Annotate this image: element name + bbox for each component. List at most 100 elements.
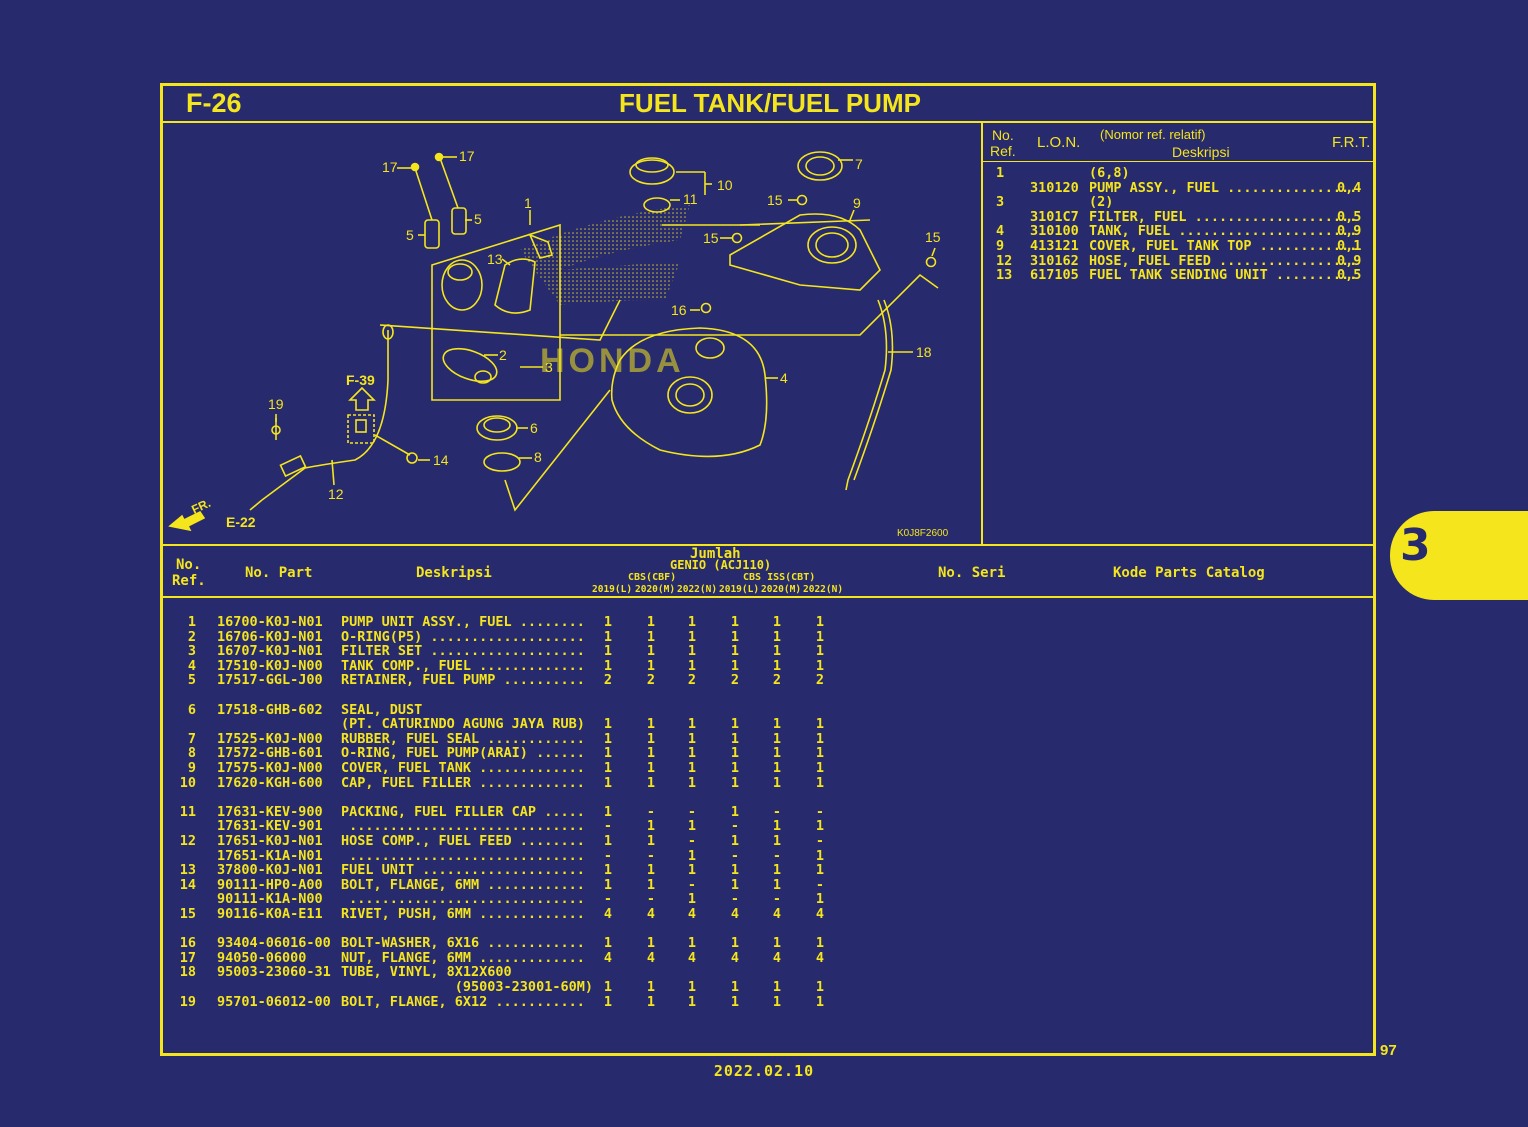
row-qty: 1 <box>687 760 697 776</box>
diagram-code: K0J8F2600 <box>897 528 949 539</box>
row-description: TANK COMP., FUEL ............. <box>341 657 585 674</box>
callout-8: 8 <box>534 449 542 465</box>
row-qty: 1 <box>603 614 613 630</box>
row-qty: - <box>730 847 740 864</box>
row-qty: 1 <box>687 993 697 1010</box>
row-qty: - <box>603 818 613 835</box>
figure-code: F-26 <box>186 88 242 118</box>
row-qty: - <box>646 891 656 908</box>
row-ref: 16 <box>179 935 196 952</box>
row-description: O-RING, FUEL PUMP(ARAI) ...... <box>341 745 585 762</box>
row-qty: 4 <box>646 906 656 922</box>
callout-15b: 15 <box>703 230 719 246</box>
row-qty: 1 <box>772 833 782 849</box>
row-qty: 1 <box>603 730 613 747</box>
callout-15c: 15 <box>925 229 941 245</box>
row-qty: - <box>815 876 825 893</box>
ref-fr: FR. <box>189 496 212 517</box>
row-qty: 1 <box>815 891 825 908</box>
front-arrow-icon <box>168 510 206 532</box>
lon-row-ref: 1 <box>996 165 1005 181</box>
row-part-number: 90111-K1A-N00 <box>217 891 323 908</box>
row-qty: 1 <box>730 979 740 995</box>
row-qty: 1 <box>603 833 613 849</box>
callout-6: 6 <box>530 420 538 436</box>
lon-row-desc: FUEL TANK SENDING UNIT .......... <box>1089 267 1358 284</box>
lon-row-desc: HOSE, FUEL FEED ................. <box>1089 252 1358 269</box>
row-description: HOSE COMP., FUEL FEED ........ <box>341 833 585 849</box>
row-qty: 1 <box>815 993 825 1010</box>
row-qty: 1 <box>687 979 697 995</box>
row-qty: 1 <box>772 862 782 879</box>
row-qty: - <box>772 891 782 908</box>
row-part-number: 17525-K0J-N00 <box>217 730 323 747</box>
row-description: FILTER SET ................... <box>341 643 585 660</box>
row-part-number: 17575-K0J-N00 <box>217 760 323 776</box>
callout-1: 1 <box>524 195 532 211</box>
parts-header-model: GENIO (ACJ110) <box>670 558 772 572</box>
callout-19: 19 <box>268 396 284 412</box>
row-qty: 1 <box>687 628 697 645</box>
row-ref: 3 <box>187 643 196 660</box>
table-row: 17651-K1A-N01 ..........................… <box>0 847 1528 864</box>
row-qty: 1 <box>646 833 656 849</box>
row-ref: 5 <box>187 672 196 689</box>
row-part-number: 17620-KGH-600 <box>217 774 323 791</box>
row-qty: 1 <box>730 643 740 660</box>
row-qty: 1 <box>646 774 656 791</box>
row-qty: 4 <box>603 906 613 922</box>
row-qty: 1 <box>815 730 825 747</box>
row-description: (PT. CATURINDO AGUNG JAYA RUB) <box>341 716 585 733</box>
row-qty: - <box>730 818 740 835</box>
row-qty: 4 <box>815 906 825 922</box>
row-qty: 4 <box>730 906 740 922</box>
row-qty: 1 <box>603 803 613 820</box>
lon-row-desc: (6,8) <box>1089 165 1130 181</box>
row-qty: 1 <box>687 891 697 908</box>
parts-header-divider <box>162 596 1374 598</box>
callout-3: 3 <box>545 359 553 375</box>
lon-row-frt: 0,5 <box>1337 208 1362 225</box>
row-ref: 7 <box>187 730 196 747</box>
row-qty: 1 <box>687 774 697 791</box>
row-part-number: 95003-23060-31 <box>217 964 331 981</box>
row-qty: - <box>687 876 697 893</box>
row-qty: - <box>730 891 740 908</box>
row-qty: 1 <box>603 876 613 893</box>
page-title: FUEL TANK/FUEL PUMP <box>619 88 921 118</box>
row-ref: 9 <box>187 760 196 776</box>
row-part-number: 16707-K0J-N01 <box>217 643 323 660</box>
year-header: 2020(M) <box>635 584 676 595</box>
filter-icon <box>442 347 498 383</box>
row-qty: 1 <box>730 862 740 879</box>
lon-row-ref: 4 <box>996 223 1005 240</box>
row-qty: 1 <box>603 935 613 952</box>
row-qty: 1 <box>730 774 740 791</box>
parts-header-noref: No. <box>176 557 202 573</box>
callout-17a: 17 <box>382 159 398 175</box>
row-part-number: 37800-K0J-N01 <box>217 862 323 879</box>
callout-2: 2 <box>499 347 507 363</box>
section-tab-number: 3 <box>1400 520 1431 571</box>
row-qty: 1 <box>772 818 782 835</box>
row-description: (95003-23001-60M) <box>341 979 593 995</box>
row-qty: 1 <box>730 993 740 1010</box>
row-part-number: 17651-K1A-N01 <box>217 847 323 864</box>
row-part-number: 17631-KEV-900 <box>217 803 323 820</box>
section-tab[interactable] <box>1390 511 1528 600</box>
row-ref: 15 <box>179 906 196 922</box>
row-qty: - <box>687 803 697 820</box>
row-description: FUEL UNIT .................... <box>341 862 585 879</box>
year-header: 2019(L) <box>592 584 633 595</box>
row-description: COVER, FUEL TANK ............. <box>341 760 585 776</box>
row-qty: - <box>646 847 656 864</box>
row-part-number: 16700-K0J-N01 <box>217 614 323 630</box>
fuel-tank-icon <box>610 327 768 458</box>
callout-15a: 15 <box>767 192 783 208</box>
